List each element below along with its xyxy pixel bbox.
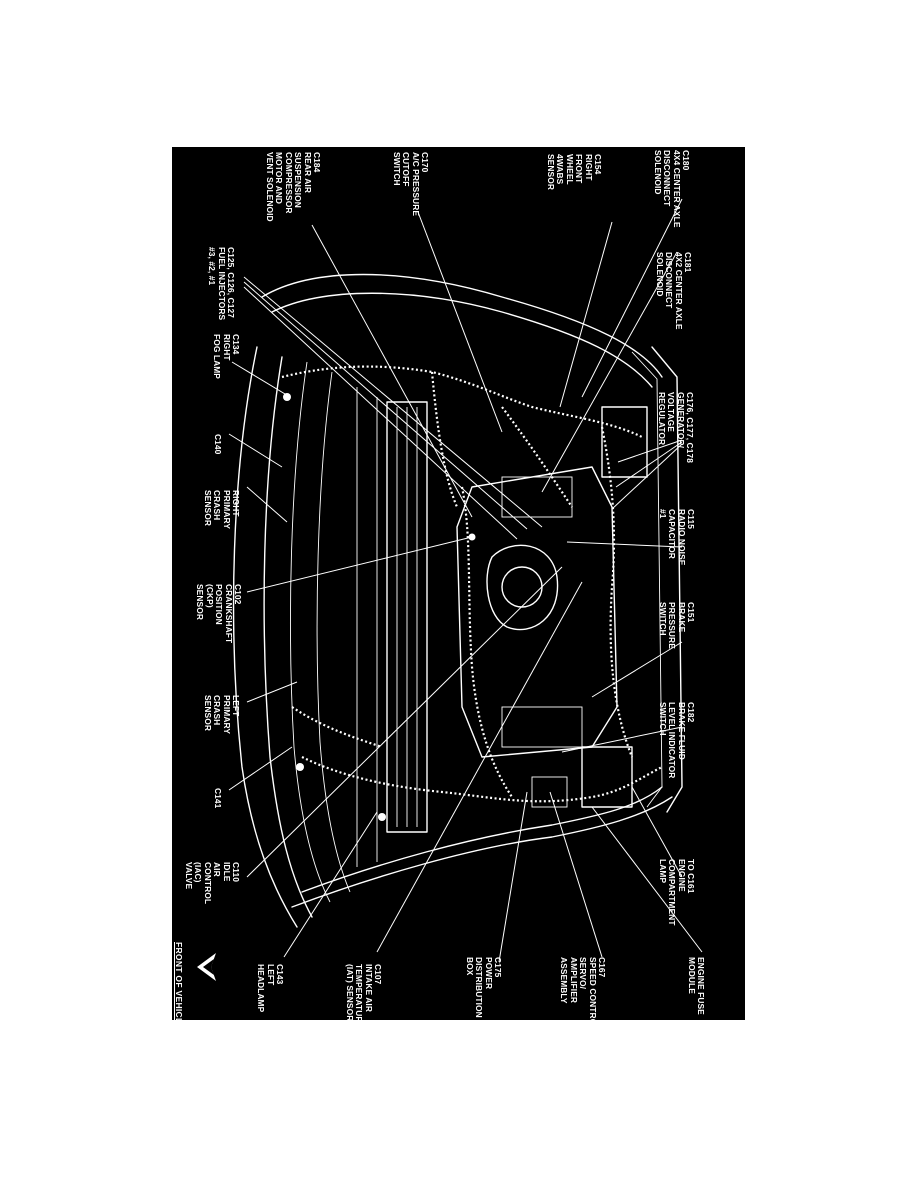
label-c141: C141 [213,788,223,809]
connector-dot-2 [296,763,304,771]
label-c184: C184 REAR AIR SUSPENSION COMPRESSOR MOTO… [264,152,322,222]
label-c154: C154 RIGHT FRONT WHEEL 4WABS SENSOR [545,154,603,190]
label-c176: C176, C177, C178 GENERATOR/ VOLTAGE REGU… [656,392,695,463]
label-c134: C134 RIGHT FOG LAMP [212,334,241,379]
leader-c141 [228,746,293,791]
leader-c182 [561,726,683,753]
leader-lines [228,198,703,963]
leader-left-crash [246,681,298,703]
harness-cross [501,406,573,508]
label-c181: C181 4X2 CENTER AXLE DISCONNECT SOLENOID [654,252,693,330]
air-intake [486,544,559,631]
leader-fuse [591,806,703,953]
right-fender-outline [261,273,663,378]
leader-c125c [243,286,518,540]
label-engine-fuse-module: ENGINE FUSE MODULE [686,957,706,1015]
leader-c184 [311,224,473,518]
label-left-crash-sensor: LEFT PRIMARY CRASH SENSOR [202,695,241,735]
leader-c167 [549,791,603,958]
battery [601,406,648,478]
power-distribution [531,776,568,808]
harness-right [281,365,643,438]
bumper-line-2 [316,371,351,893]
leader-c176c [611,443,683,510]
engine-block [456,466,618,758]
valve-cover-left [501,706,583,748]
leader-c140 [228,433,283,468]
leader-c125a [243,276,543,528]
front-arrow-icon [197,953,216,981]
radiator [386,401,428,833]
harness-main [460,486,513,798]
harness-left [301,756,663,803]
leader-c170 [417,211,503,433]
right-fender-inner [271,292,653,388]
label-c167: C167 SPEED CONTROL SERVO/ AMPLIFIER ASSE… [559,957,607,1020]
label-c110: C110 IDLE AIR CONTROL (IAC) VALVE [183,862,241,905]
label-c107: C107 INTAKE AIR TEMPERATURE (IAT) SENSOR [344,964,383,1020]
label-c182: C182 BRAKE FLUID LEVEL INDICATOR SWITCH [657,702,696,779]
leader-right-crash [246,486,288,523]
harness-upper [600,426,634,758]
left-fender-inner [301,786,663,893]
leader-c154 [559,221,613,408]
left-fender-outline [291,796,673,908]
label-c125: C125, C126, C127 FUEL INJECTORS #3, #2, … [207,247,236,321]
valve-cover-right [501,476,573,518]
front-of-vehicle-label: FRONT OF VEHICLE [174,942,184,1020]
harness-front [291,706,383,749]
label-c161: TO C161 ENGINE COMPARTMENT LAMP [657,859,696,926]
label-c180: C180 4X4 CENTER AXLE DISCONNECT SOLENOID [652,150,691,228]
label-c175: C175 POWER DISTRIBUTION BOX [464,957,503,1018]
leader-c175 [498,791,528,963]
label-c143: C143 LEFT HEADLAMP [256,964,285,1013]
bumper-line-1 [290,361,331,903]
leader-c110 [246,566,563,878]
harness-right-2 [430,371,459,508]
leader-c176b [615,441,683,488]
leader-c107 [376,581,583,953]
leader-c181 [541,251,678,493]
label-c170: C170 A/C PRESSURE CUTOFF SWITCH [391,152,430,217]
cowl-line-2 [631,351,663,808]
radiator-fins [396,407,418,827]
cowl-line [651,346,683,813]
label-c151: C151 BRAKE PRESSURE SWITCH [657,602,696,649]
label-c102: C102 CRANKSHAFT POSITION (CKP) SENSOR [195,584,243,644]
leader-c125b [243,281,528,530]
bumper-outline [232,346,298,928]
label-c115: C115 RADIO NOISE CAPACITOR #1 [657,509,696,566]
label-right-crash-sensor: RIGHT PRIMARY CRASH SENSOR [202,490,241,530]
leader-c180 [581,198,683,398]
leader-c102 [246,536,473,593]
air-cleaner [501,566,543,608]
engine-compartment-drawing [228,198,703,963]
leader-c143 [283,811,378,958]
connector-dot-1 [283,393,291,401]
leader-c176a [617,439,683,463]
leader-c161 [631,786,683,878]
leader-c151 [591,641,683,698]
label-c140: C140 [213,434,223,455]
fuse-box [581,746,633,808]
diagram-panel: C180 4X4 CENTER AXLE DISCONNECT SOLENOID… [172,147,745,1020]
leader-c134 [231,361,291,398]
connector-dot-3 [378,813,386,821]
leader-c115 [566,541,683,548]
bumper-inner [263,356,313,918]
